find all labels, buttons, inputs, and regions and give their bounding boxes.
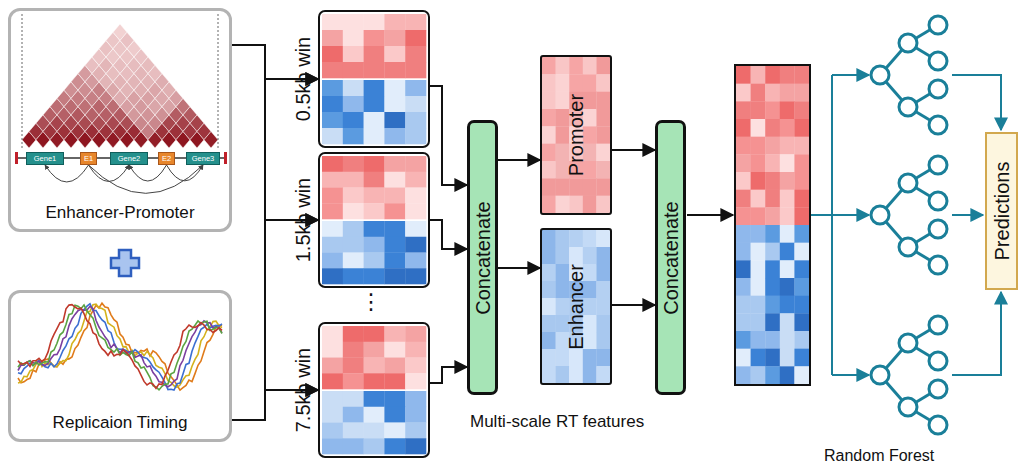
replication-timing-curves: [18, 303, 222, 390]
node-label: Gene2: [118, 154, 141, 162]
input-panel: Replicaion Timing: [8, 290, 232, 442]
node-label: 0.5kb win: [292, 37, 314, 122]
gene-box: Gene1: [26, 152, 64, 165]
boundary-line: [22, 14, 23, 150]
node-label: Gene1: [34, 154, 57, 162]
track-end: [15, 152, 18, 164]
arrow-connector: [430, 220, 467, 249]
enhancer-box: E1: [80, 152, 97, 165]
predictions-box: Predictions: [985, 132, 1018, 290]
arrow-connector: [612, 149, 655, 151]
interaction-arc: [45, 165, 89, 182]
interaction-arc: [129, 165, 167, 181]
node-label: Predictions: [991, 162, 1013, 261]
heatmaps: [322, 14, 809, 454]
enhancer-feature-box: Enhancer: [540, 228, 612, 385]
arrow-connector: [498, 159, 540, 161]
node-label: Gene3: [192, 154, 215, 162]
track-end: [224, 152, 227, 164]
arrow-connector: [430, 86, 467, 185]
concatenate-box: Concatenate: [655, 120, 686, 395]
arrow-connector: [498, 267, 540, 269]
promoter-box: Promoter: [540, 55, 612, 215]
node-label: 7.5kb win: [292, 348, 314, 433]
node-label: Concatenate: [472, 201, 494, 314]
concatenate-box: Concatenate: [467, 120, 498, 395]
node-label: 1.5kb win: [292, 178, 314, 263]
input-panel: Enhancer-Promoter Gene1 E1 Gene2 E2 Gene3: [8, 8, 232, 232]
node-label: Enhancer-Promoter: [11, 204, 229, 223]
random-forest-trees: [871, 16, 947, 434]
combined-heatmap-border: [735, 65, 810, 385]
ellipsis: ⋮: [360, 290, 382, 314]
window-box: 1.5kb win: [318, 152, 430, 288]
boundary-line: [218, 14, 219, 150]
node-label: Enhancer: [565, 264, 587, 350]
gene-box: Gene2: [110, 152, 148, 165]
window-box: 0.5kb win: [318, 10, 430, 148]
forest-arrows: [811, 75, 1001, 375]
arrow-connector: [430, 367, 467, 383]
plus-sign: [111, 250, 139, 276]
node-label: Promoter: [565, 94, 587, 176]
arrow-connector: [612, 304, 655, 306]
node-label: Concatenate: [660, 201, 682, 314]
interaction-arc: [89, 165, 130, 181]
section-label: Random Forest: [824, 447, 934, 465]
arrow: [687, 214, 733, 216]
interaction-arc: [167, 165, 204, 181]
interaction-arc: [89, 165, 204, 193]
node-label: E2: [162, 154, 171, 162]
window-box: 7.5kb win: [318, 322, 430, 458]
hic-contact-map: [22, 24, 218, 148]
node-label: Replicaion Timing: [11, 414, 229, 433]
enhancer-box: E2: [158, 152, 175, 165]
node-label: E1: [84, 154, 93, 162]
gene-box: Gene3: [186, 152, 220, 165]
section-label: Multi-scale RT features: [470, 413, 644, 432]
